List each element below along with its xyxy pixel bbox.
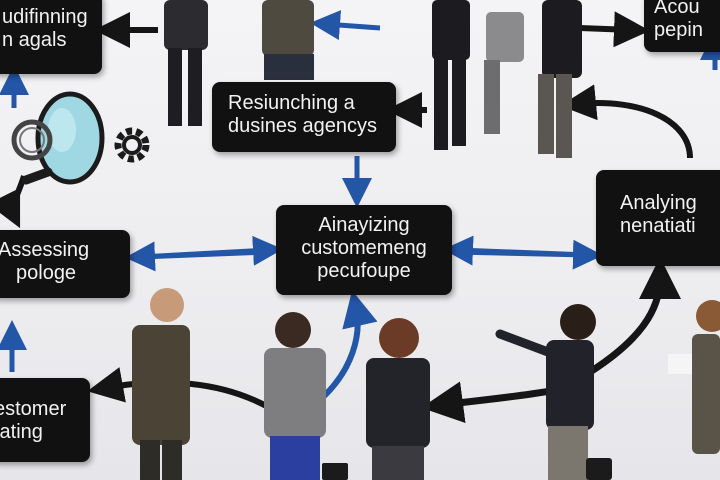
- box-mid-left-line-2: pologe: [16, 262, 77, 284]
- bag: [586, 458, 612, 480]
- people: [132, 0, 720, 480]
- arrow-right-curve-up: [560, 84, 693, 159]
- person-woman-redhair: [366, 318, 430, 480]
- person-woman-top-3: [432, 0, 470, 150]
- box-bottom-left-line-1: estomer: [0, 398, 67, 420]
- person-woman-right-edge: [668, 300, 720, 454]
- box-mid-right-line-1: Analying: [620, 192, 697, 214]
- person-woman-top-2: [262, 0, 314, 80]
- box-top-right-line-1: Acou: [654, 0, 700, 18]
- arrow-curve-to-right: [588, 257, 681, 375]
- box-top-left-line-1: udifinning: [2, 6, 88, 28]
- box-mid-right-line-2: nenatiati: [620, 215, 696, 237]
- box-center-line-2: customemeng: [301, 237, 427, 259]
- person-woman-top-1: [164, 0, 208, 126]
- box-top-right-line-2: pepin: [654, 19, 703, 41]
- box-top-center-line-2: dusines agencys: [228, 115, 377, 137]
- arrow-curve-up-center: [319, 290, 378, 401]
- flow-arrows: [0, 10, 720, 424]
- box-center: Ainayizing customemeng pecufoupe: [276, 205, 452, 295]
- box-top-center-line-1: Resiunching a: [228, 92, 355, 114]
- person-woman-pointing: [495, 304, 596, 480]
- box-center-line-1: Ainayizing: [318, 214, 410, 236]
- arrow-left-to-center: [139, 235, 283, 266]
- box-center-line-3: pecufoupe: [317, 260, 411, 282]
- box-bottom-left: estomer tating: [0, 378, 90, 462]
- gear-icon: [114, 127, 150, 163]
- person-woman-top-5: [538, 0, 582, 158]
- box-mid-left: Assessing pologe: [0, 230, 130, 298]
- box-bottom-left-line-2: tating: [0, 421, 43, 443]
- arrow-to-topright: [579, 11, 650, 48]
- box-mid-right: Analying nenatiati: [596, 170, 720, 266]
- briefcase: [322, 463, 348, 480]
- box-top-left-line-2: n agals: [2, 29, 67, 51]
- person-woman-blue-skirt: [264, 312, 326, 480]
- person-man-bald: [132, 288, 190, 480]
- box-top-left: udifinning n agals: [0, 0, 102, 74]
- box-top-center: Resiunching a dusines agencys: [212, 82, 396, 152]
- person-woman-top-4: [484, 12, 524, 134]
- magnifier-icon: [21, 91, 105, 185]
- arrow-right-to-center: [443, 235, 589, 266]
- box-mid-left-line-1: Assessing: [0, 239, 90, 261]
- ring-icon: [11, 119, 53, 161]
- box-top-right: Acou pepin: [644, 0, 720, 52]
- arrow-into-topcenter: [310, 10, 381, 41]
